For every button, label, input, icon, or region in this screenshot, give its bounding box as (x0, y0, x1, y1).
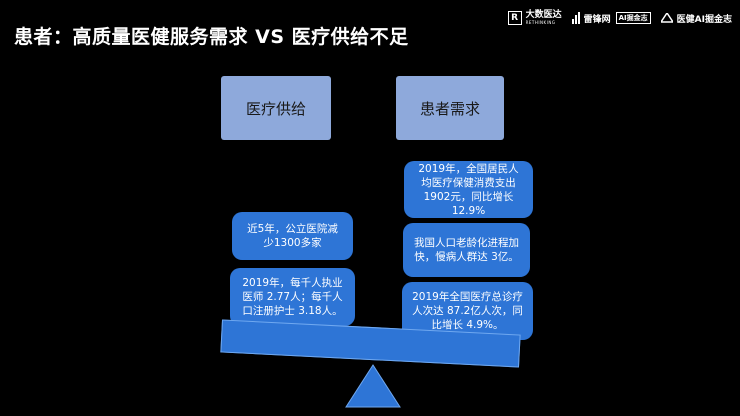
logo-yijian-name: 医健AI掘金志 (676, 14, 732, 25)
logo-rethinking: R 大数医达 RETHINKING (507, 10, 562, 25)
yijian-mark-icon (660, 13, 673, 23)
slide-title: 患者：高质量医健服务需求 VS 医疗供给不足 (14, 26, 409, 48)
demand-card-spending: 2019年，全国居民人均医疗保健消费支出1902元，同比增长12.9% (404, 161, 533, 218)
logo-yijian: 医健AI掘金志 (660, 12, 732, 25)
logo-leiphone-name: 雷锋网 (583, 14, 611, 25)
supply-card-hospitals: 近5年，公立医院减少1300多家 (232, 212, 353, 260)
logo-leiphone: 雷锋网 AI掘金志 (571, 12, 651, 25)
supply-card-doctors-nurses: 2019年，每千人执业医师 2.77人；每千人口注册护士 3.18人。 (230, 268, 355, 326)
logo-bar: R 大数医达 RETHINKING 雷锋网 AI掘金志 医健AI掘金志 (507, 8, 732, 28)
fulcrum-triangle-icon (345, 364, 401, 408)
logo-rethinking-name: 大数医达 (525, 10, 562, 20)
logo-leiphone-tag: AI掘金志 (615, 12, 651, 24)
supply-header: 医疗供给 (221, 76, 331, 140)
logo-rethinking-sub: RETHINKING (525, 20, 556, 25)
demand-header: 患者需求 (396, 76, 504, 140)
rethinking-mark-icon: R (507, 11, 522, 25)
demand-card-aging: 我国人口老龄化进程加快，慢病人群达 3亿。 (403, 223, 530, 277)
leiphone-bars-icon (571, 12, 580, 24)
